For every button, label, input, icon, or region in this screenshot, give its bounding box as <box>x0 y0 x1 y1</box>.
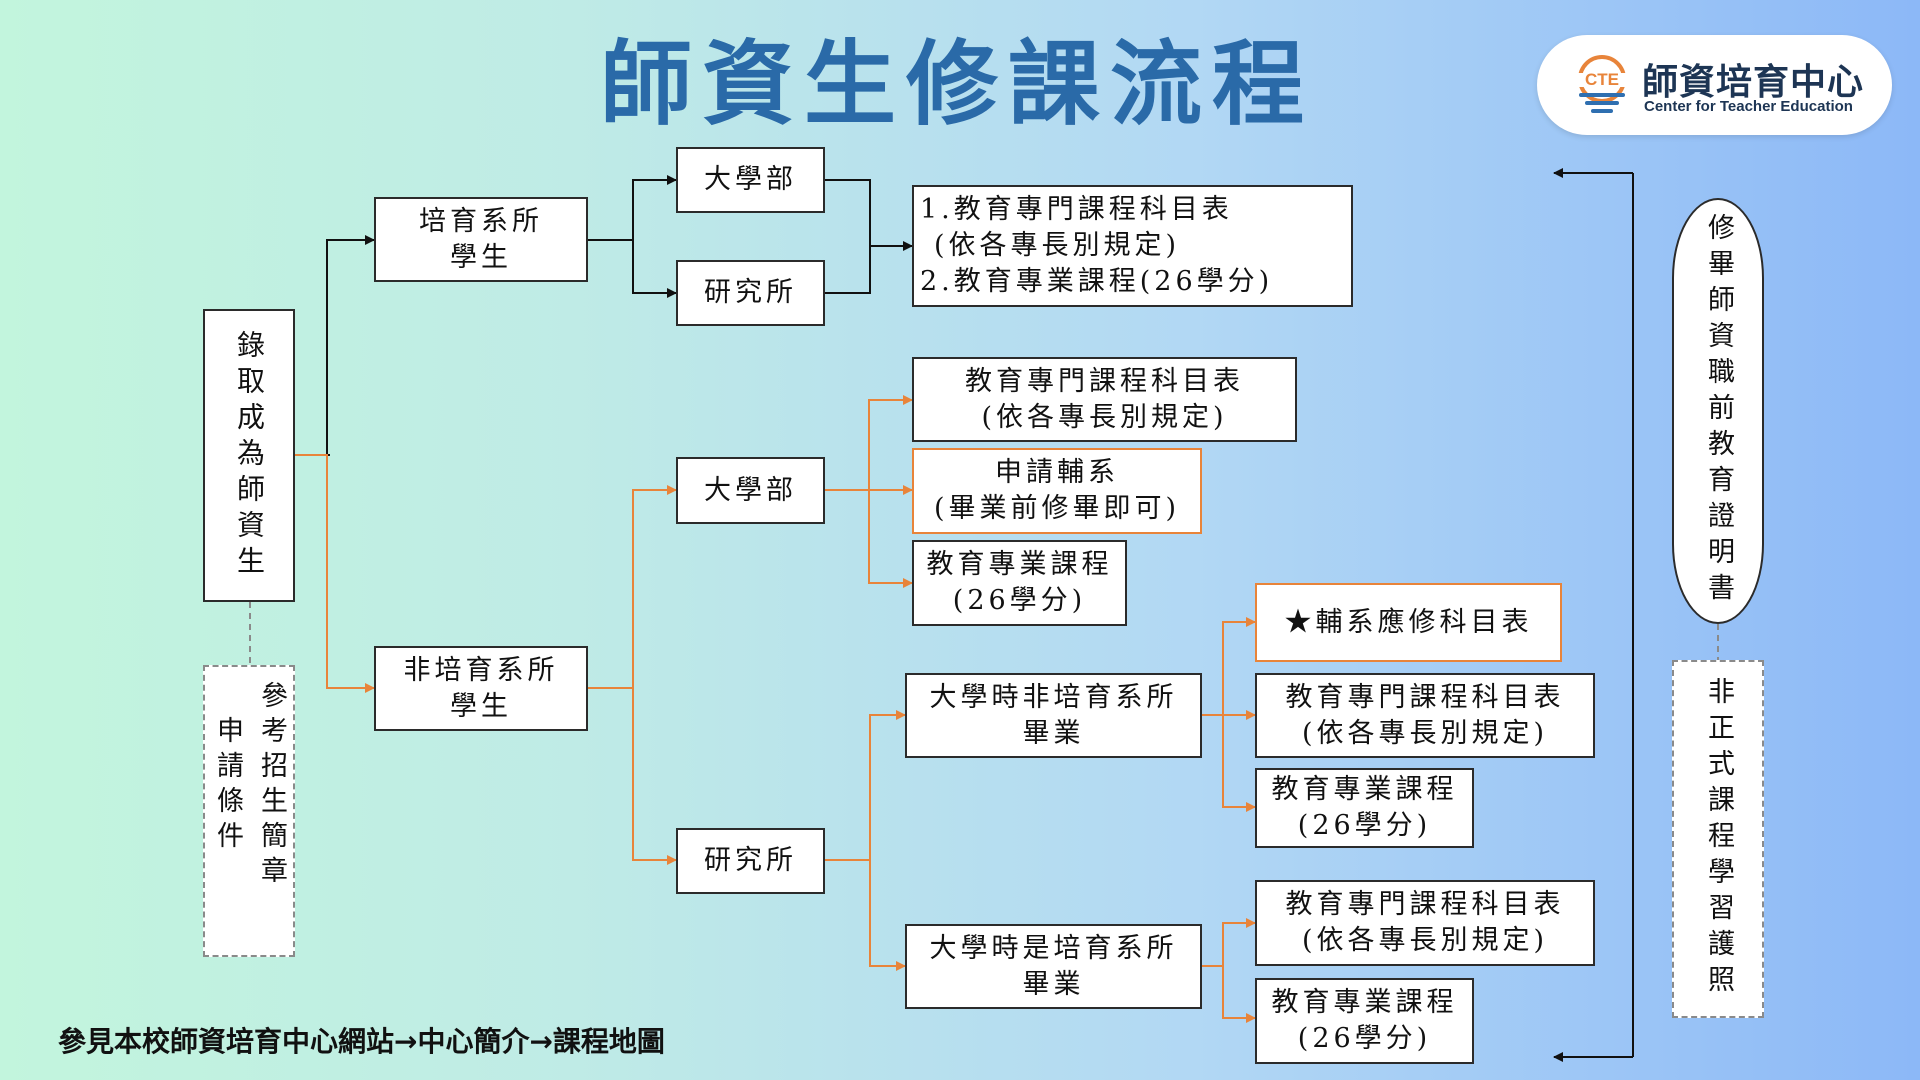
admit-box: 錄取成為師資生 <box>203 309 295 602</box>
grad-non-edu-specialty-line2: (依各專長別規定) <box>1301 717 1549 749</box>
non-ug-prof-box: 教育專業課程 (26學分) <box>912 540 1127 626</box>
edu-courses-line1: 1.教育專門課程科目表 <box>920 194 1233 225</box>
grad-edu-prof-box: 教育專業課程 (26學分) <box>1255 978 1474 1064</box>
apply-note-line2: 申請條件 <box>212 716 243 856</box>
non-undergrad-label: 大學部 <box>704 474 797 506</box>
non-ug-prof-line1: 教育專業課程 <box>926 549 1113 580</box>
grad-edu-specialty-line2: (依各專長別規定) <box>1301 925 1549 956</box>
grad-edu-line2: 畢業 <box>1022 968 1085 1000</box>
grad-non-edu-line1: 大學時非培育系所 <box>929 681 1178 713</box>
connector-ge-prof <box>1222 966 1256 1023</box>
non-ug-specialty-line2: (依各專長別規定) <box>981 401 1228 433</box>
edu-undergrad-box: 大學部 <box>676 147 825 213</box>
grad-edu-prof-line1: 教育專業課程 <box>1271 987 1458 1018</box>
grad-non-edu-minor-label: ★輔系應修科目表 <box>1284 606 1533 638</box>
non-ug-specialty-box: 教育專門課程科目表 (依各專長別規定) <box>912 357 1297 442</box>
certificate-box: 修畢師資職前教育證明書 <box>1672 198 1764 624</box>
logo-name: 師資培育中心 <box>1642 62 1865 103</box>
edu-dept-line1: 培育系所 <box>419 205 543 237</box>
certificate-label: 修畢師資職前教育證明書 <box>1703 213 1734 609</box>
edu-dept-line2: 學生 <box>450 241 512 273</box>
grad-edu-specialty-box: 教育專門課程科目表 (依各專長別規定) <box>1255 880 1595 966</box>
grad-edu-box: 大學時是培育系所 畢業 <box>905 924 1202 1009</box>
non-undergrad-box: 大學部 <box>676 457 825 524</box>
apply-note-line1: 參考招生簡章 <box>256 681 287 891</box>
cte-logo-icon: CTE <box>1575 55 1629 113</box>
connector-edu-merge <box>825 179 871 294</box>
logo-subtitle: Center for Teacher Education <box>1644 98 1853 115</box>
edu-courses-line2: (依各專長別規定) <box>934 230 1181 261</box>
grad-edu-specialty-line1: 教育專門課程科目表 <box>1285 889 1565 920</box>
connector-grad-edu <box>869 860 906 971</box>
edu-grad-label: 研究所 <box>704 277 797 308</box>
grad-non-edu-box: 大學時非培育系所 畢業 <box>905 673 1202 758</box>
non-ug-minor-line1: 申請輔系 <box>995 457 1119 488</box>
grad-edu-prof-line2: (26學分) <box>1297 1023 1432 1054</box>
connector-gne-minor <box>1202 617 1256 716</box>
connector-ge-specialty <box>1202 918 1256 967</box>
connector-ug-prof <box>868 490 913 588</box>
footer-note: 參見本校師資培育中心網站→中心簡介→課程地圖 <box>58 1025 665 1058</box>
connector-edu-grad <box>632 240 677 298</box>
connector-gne-prof <box>1222 715 1256 812</box>
grad-non-edu-prof-line1: 教育專業課程 <box>1271 774 1458 805</box>
edu-grad-box: 研究所 <box>676 260 825 326</box>
cte-logo: CTE 師資培育中心 Center for Teacher Education <box>1537 35 1892 135</box>
grad-non-edu-prof-line2: (26學分) <box>1297 810 1432 841</box>
connector-admit-nonedu <box>290 454 375 693</box>
non-edu-dept-box: 非培育系所 學生 <box>374 646 588 731</box>
non-ug-prof-line2: (26學分) <box>952 585 1087 616</box>
edu-dept-box: 培育系所 學生 <box>374 197 588 282</box>
passport-box: 非正式課程學習護照 <box>1672 660 1764 1018</box>
non-ug-specialty-line1: 教育專門課程科目表 <box>965 365 1244 397</box>
non-grad-label: 研究所 <box>704 845 797 876</box>
connector-grad-nonedu <box>825 710 906 861</box>
grad-non-edu-line2: 畢業 <box>1022 717 1085 749</box>
connector-admit-edu <box>326 235 375 456</box>
non-ug-minor-box: 申請輔系 (畢業前修畢即可) <box>912 448 1202 534</box>
connector-ug-specialty <box>825 395 913 491</box>
edu-courses-box: 1.教育專門課程科目表 (依各專長別規定) 2.教育專業課程(26學分) <box>912 185 1353 307</box>
non-ug-minor-line2: (畢業前修畢即可) <box>933 493 1181 524</box>
connector-edu-undergrad <box>588 175 677 241</box>
admit-label: 錄取成為師資生 <box>233 329 266 582</box>
connector-nonedu-grad <box>632 688 677 865</box>
edu-courses-line3: 2.教育專業課程(26學分) <box>920 266 1274 297</box>
grad-non-edu-minor-box: ★輔系應修科目表 <box>1255 583 1562 662</box>
edu-undergrad-label: 大學部 <box>704 164 797 195</box>
non-edu-dept-line2: 學生 <box>450 690 512 722</box>
connector-nonedu-undergrad <box>588 485 677 689</box>
passport-label: 非正式課程學習護照 <box>1703 677 1734 1001</box>
grad-non-edu-specialty-box: 教育專門課程科目表 (依各專長別規定) <box>1255 673 1595 758</box>
grad-non-edu-prof-box: 教育專業課程 (26學分) <box>1255 768 1474 848</box>
cte-logo-mark: CTE <box>1585 70 1619 89</box>
non-edu-dept-line1: 非培育系所 <box>403 654 559 686</box>
grad-non-edu-specialty-line1: 教育專門課程科目表 <box>1285 681 1565 713</box>
grad-edu-line1: 大學時是培育系所 <box>929 932 1178 964</box>
non-grad-box: 研究所 <box>676 828 825 894</box>
apply-note-box: 參考招生簡章 申請條件 <box>203 665 295 957</box>
page-title: 師資生修課流程 <box>600 31 1315 138</box>
